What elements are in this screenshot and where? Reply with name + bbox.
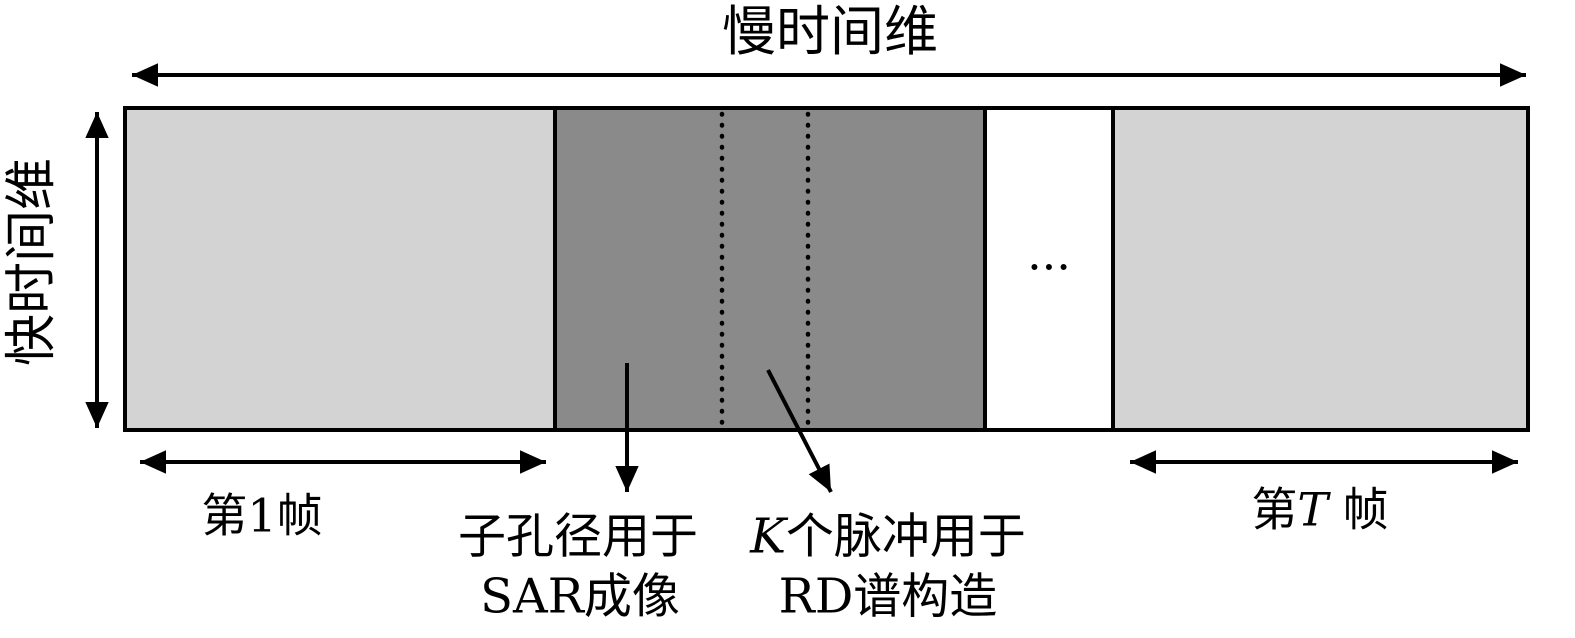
frame-t-label-prefix: 第 (1251, 482, 1298, 537)
pulses-caption-variable: K (750, 508, 786, 565)
fast-time-axis-label: 快时间维 (2, 157, 63, 367)
pulses-pointer-arrow (766, 369, 833, 493)
subaperture-caption-line1: 子孔径用于 (457, 508, 699, 565)
frame-1-segment (123, 106, 557, 432)
pulses-caption-text: 个脉冲用于 (785, 508, 1026, 565)
subaperture-caption-line2: SAR成像 (480, 568, 680, 625)
frame-t-label: 第T 帧 (1251, 482, 1389, 537)
subaperture-segment (553, 106, 987, 432)
pulses-caption-line1: K个脉冲用于 (750, 509, 1026, 564)
frame-t-segment (1111, 106, 1530, 432)
ellipsis-label: ... (1027, 226, 1071, 281)
frame-t-label-variable: T (1297, 482, 1329, 537)
ellipsis-gap-segment (983, 106, 1115, 432)
pulses-caption-line2: RD谱构造 (778, 568, 998, 625)
frame-t-label-suffix: 帧 (1328, 482, 1389, 537)
frame-1-label: 第1帧 (201, 488, 323, 543)
slow-time-axis-label: 慢时间维 (722, 0, 938, 63)
